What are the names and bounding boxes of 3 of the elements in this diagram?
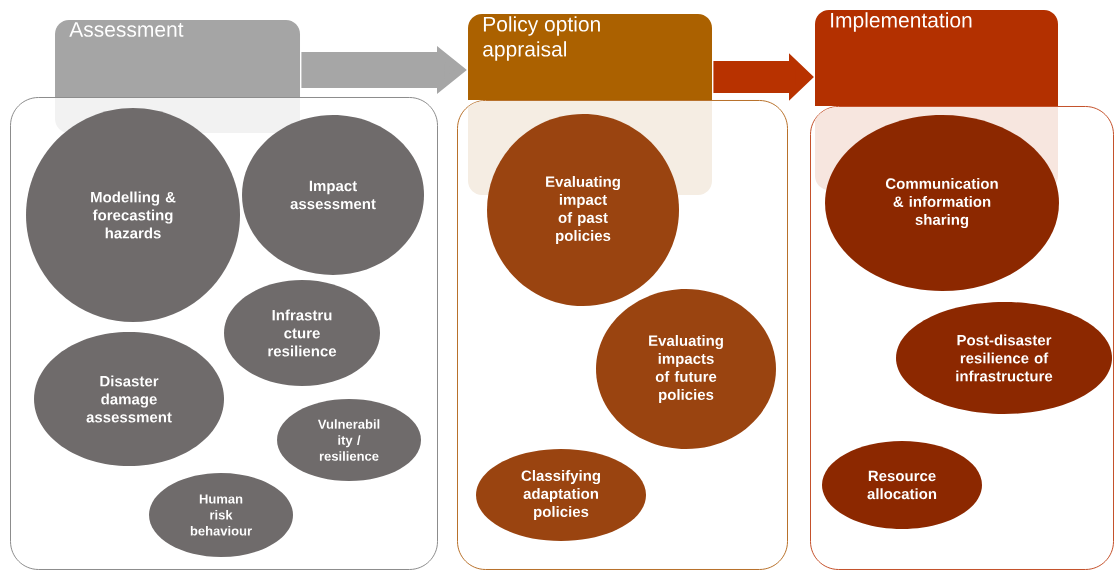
stage-tab: Policy option appraisal xyxy=(468,14,712,100)
stage-tab: Implementation xyxy=(815,10,1058,106)
stage-tab: Assessment xyxy=(55,20,300,97)
